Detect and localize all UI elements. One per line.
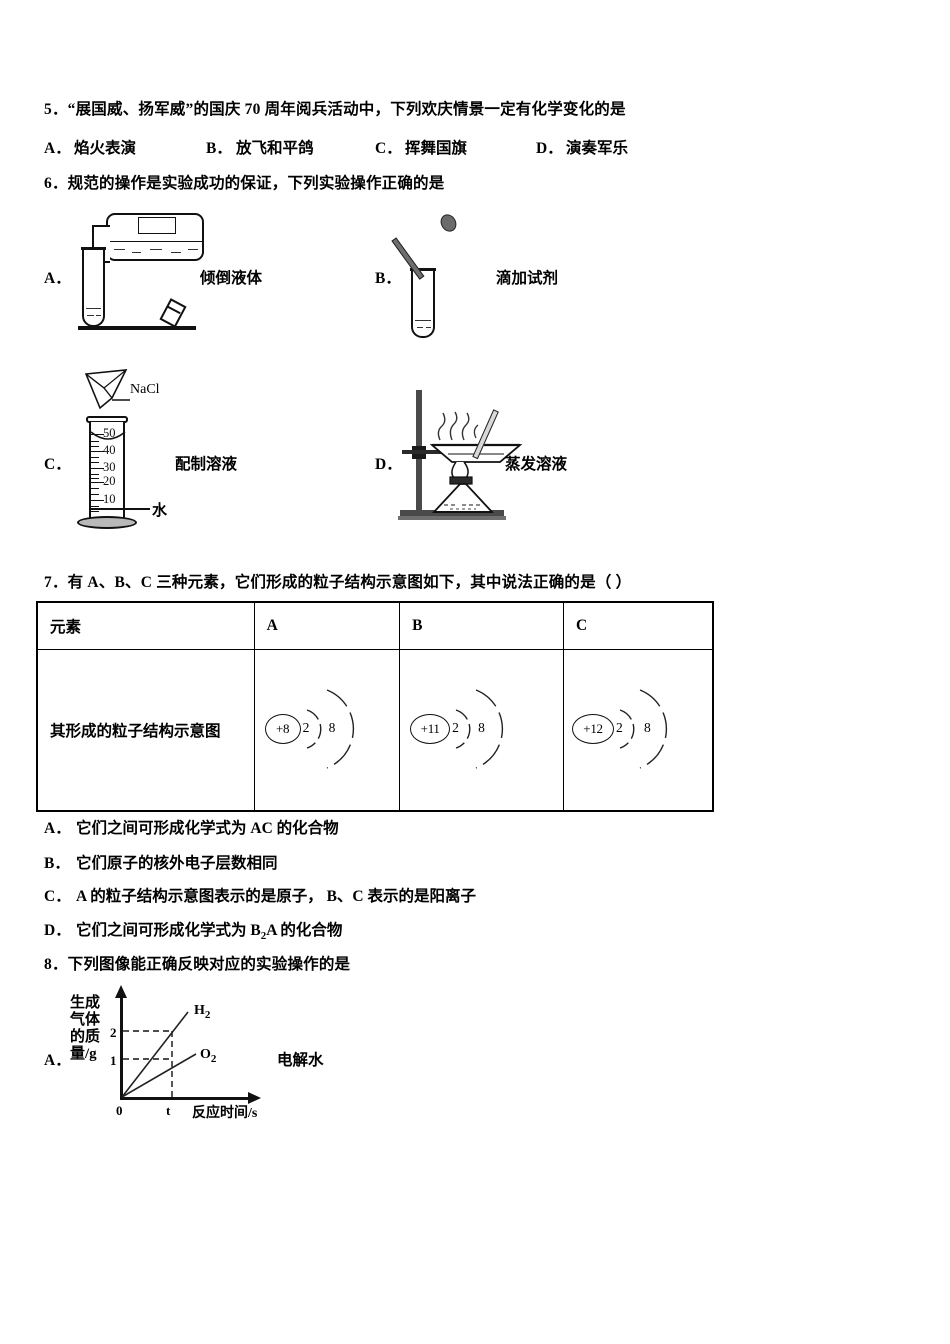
cyl-mark-30: 30 — [103, 460, 116, 474]
q8-option-a-caption: 电解水 — [277, 1052, 324, 1069]
table-cell-element-a: A — [253, 601, 401, 650]
q7-table: 元素 A B C 其形成的粒子结构示意图 +8 2 8 — [36, 601, 714, 812]
table-row-diagrams: 其形成的粒子结构示意图 +8 2 8 +11 — [36, 649, 714, 812]
atom-a-shell-1: 2 — [302, 720, 310, 735]
steam-icon — [437, 411, 479, 441]
q6-option-c-label: C． — [44, 456, 71, 473]
q5-option-d-text: 演奏军乐 — [566, 140, 629, 157]
q6-option-b-caption: 滴加试剂 — [496, 270, 559, 287]
chart-series — [121, 1011, 197, 1098]
q6-option-d-label: D． — [375, 456, 402, 473]
water-label: 水 — [152, 503, 168, 519]
q6-figure-d — [398, 388, 548, 533]
q6-figure-b — [391, 208, 475, 338]
atom-a-shell-2: 8 — [328, 720, 336, 735]
q6-figure-a — [78, 205, 258, 335]
y-tick-2: 2 — [110, 1025, 117, 1040]
q7-option-b-text: 它们原子的核外电子层数相同 — [76, 855, 278, 872]
alcohol-lamp-icon — [431, 461, 495, 513]
q7-option-c-text: A 的粒子结构示意图表示的是原子， B、C 表示的是阳离子 — [76, 888, 476, 905]
atom-a-nucleus: +8 — [264, 714, 301, 744]
q5-option-c-text: 挥舞国旗 — [405, 140, 468, 157]
chart-guides — [123, 1030, 173, 1097]
question-8-stem: 8．下列图像能正确反映对应的实验操作的是 — [44, 956, 351, 973]
table-cell-element-header: 元素 — [36, 601, 255, 650]
q5-option-c-label: C． — [375, 140, 402, 157]
y-tick-1: 1 — [110, 1053, 117, 1068]
cyl-mark-50: 50 — [103, 426, 116, 440]
nacl-label: NaCl — [130, 382, 160, 397]
atom-c-nucleus: +12 — [572, 714, 615, 744]
q7-option-d-text-before: 它们之间可形成化学式为 B — [76, 922, 261, 939]
atom-b-nucleus: +11 — [410, 714, 451, 744]
q7-option-d-label: D． — [44, 922, 71, 939]
y-axis-label: 生成 气体 的质 量/g — [70, 995, 101, 1062]
x-tick-t: t — [166, 1103, 171, 1118]
q7-option-d-text: 它们之间可形成化学式为 B2A 的化合物 — [76, 918, 342, 942]
atom-a-shells-icon — [306, 689, 354, 769]
q5-option-b-label: B． — [206, 140, 232, 157]
q8-option-a-label: A． — [44, 1052, 71, 1069]
x-axis-arrow-icon — [248, 1092, 261, 1104]
series-label-h2: H2 — [194, 1003, 211, 1021]
q6-option-a-label: A． — [44, 270, 71, 287]
q6-figure-c: NaCl 50 40 30 20 10 水 — [77, 368, 278, 533]
q6-option-d-caption: 蒸发溶液 — [505, 456, 568, 473]
table-row-header: 元素 A B C — [36, 601, 714, 650]
table-cell-atom-c: +12 2 8 — [563, 649, 714, 812]
q8-chart: 生成 气体 的质 量/g 2 1 0 t 反应时间/s H2 O2 — [68, 985, 298, 1125]
q5-option-a-text: 焰火表演 — [74, 140, 137, 157]
series-label-o2: O2 — [200, 1047, 217, 1065]
table-cell-element-c: C — [563, 601, 714, 650]
q7-option-b-label: B． — [44, 855, 70, 872]
table-cell-element-b: B — [399, 601, 565, 650]
cyl-mark-40: 40 — [103, 443, 116, 457]
cyl-mark-10: 10 — [103, 492, 116, 506]
atom-c-shells-icon — [619, 689, 668, 769]
table-cell-diagram-header: 其形成的粒子结构示意图 — [36, 649, 255, 812]
atom-b-shell-1: 2 — [452, 720, 459, 735]
q7-option-c-label: C． — [44, 888, 71, 905]
q7-option-d-text-after: A 的化合物 — [266, 922, 343, 939]
q6-option-a-caption: 倾倒液体 — [200, 270, 263, 287]
cyl-mark-20: 20 — [103, 474, 116, 488]
atom-b-shells-icon — [455, 689, 504, 769]
q6-option-b-label: B． — [375, 270, 401, 287]
q7-option-a-label: A． — [44, 820, 71, 837]
q5-option-b-text: 放飞和平鸽 — [236, 140, 314, 157]
question-7-stem: 7．有 A、B、C 三种元素，它们形成的粒子结构示意图如下，其中说法正确的是（ … — [44, 574, 632, 591]
y-axis-arrow-icon — [115, 985, 127, 998]
table-cell-atom-a: +8 2 8 — [253, 649, 401, 812]
x-axis-label: 反应时间/s — [192, 1106, 258, 1121]
paper-with-nacl-icon — [84, 369, 130, 410]
q6-option-c-caption: 配制溶液 — [175, 456, 238, 473]
q7-option-d-subscript: 2 — [260, 930, 267, 943]
atom-c-shell-2: 8 — [644, 720, 651, 735]
q5-option-d-label: D． — [536, 140, 563, 157]
atom-c-shell-1: 2 — [616, 720, 623, 735]
table-cell-atom-b: +11 2 8 — [399, 649, 565, 812]
q5-option-a-label: A． — [44, 140, 71, 157]
question-6-stem: 6．规范的操作是实验成功的保证，下列实验操作正确的是 — [44, 175, 445, 192]
q7-option-a-text: 它们之间可形成化学式为 AC 的化合物 — [76, 820, 339, 837]
question-5-stem: 5．“展国威、扬军威”的国庆 70 周年阅兵活动中，下列欢庆情景一定有化学变化的… — [44, 101, 626, 118]
atom-b-shell-2: 8 — [478, 720, 485, 735]
meniscus-curve — [90, 431, 126, 440]
x-tick-0: 0 — [116, 1103, 123, 1118]
